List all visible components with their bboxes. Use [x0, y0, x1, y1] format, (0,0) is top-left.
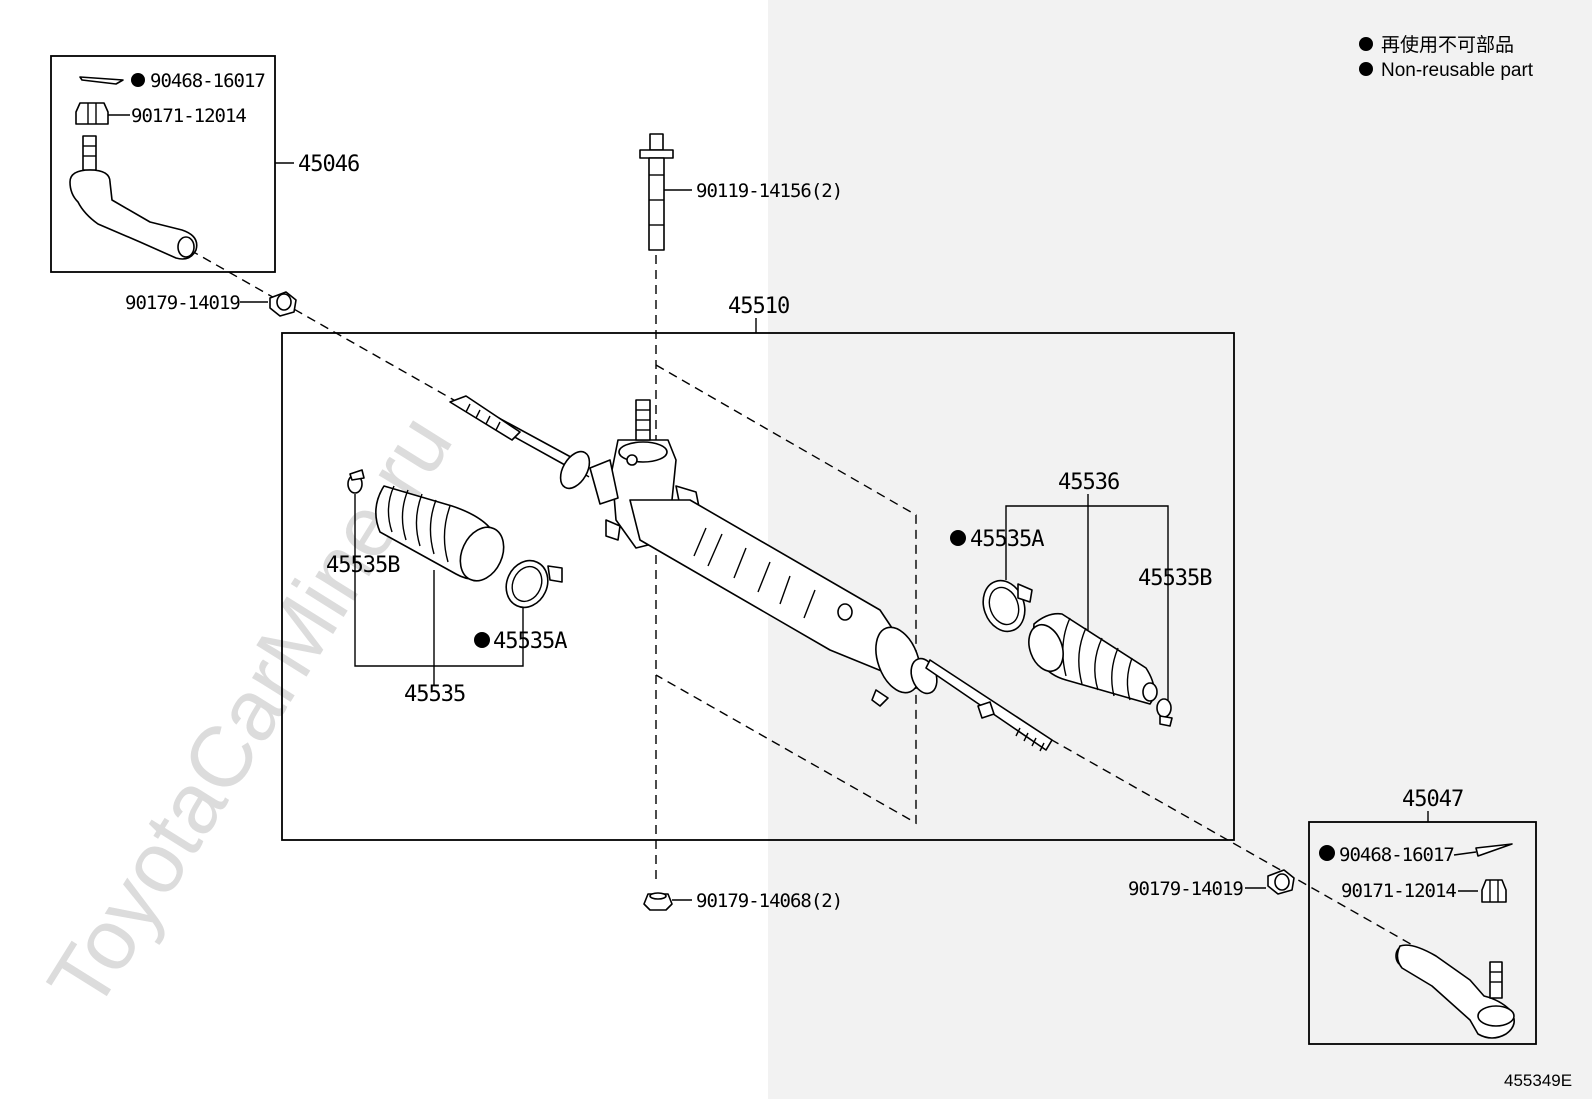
part-number-label: 45535A	[493, 629, 567, 654]
part-number-label: 90468-16017	[1339, 844, 1454, 866]
part-number-label: 45510	[728, 294, 789, 319]
non-reusable-bullet-icon	[1359, 62, 1373, 76]
tie-rod-end-rh-icon	[1395, 944, 1515, 1039]
clamp-b-rh-icon	[1156, 698, 1173, 727]
legend: 再使用不可部品 Non-reusable part	[1359, 34, 1534, 81]
part-number-label: 45535	[404, 682, 465, 707]
non-reusable-bullet-icon	[474, 632, 490, 648]
part-number-label: 45536	[1058, 470, 1119, 495]
nut-icon	[643, 892, 673, 911]
steering-rack-icon	[449, 395, 1053, 752]
background-right	[768, 0, 1592, 1099]
part-number-label: 90179-14019	[125, 292, 240, 314]
legend-en: Non-reusable part	[1381, 60, 1534, 81]
gear-assembly-box	[281, 332, 1235, 841]
part-number-label: 45046	[298, 152, 359, 177]
part-number-label: 45535B	[1138, 566, 1212, 591]
cotter-pin-rh-icon	[1453, 843, 1513, 857]
part-number-label: 90179-14019	[1128, 878, 1243, 900]
figure-number: 455349E	[1504, 1071, 1572, 1090]
non-reusable-bullet-icon	[950, 530, 966, 546]
part-number-label: 45047	[1402, 787, 1463, 812]
clamp-a-lh-icon	[505, 559, 563, 609]
background-left	[0, 0, 768, 1099]
non-reusable-bullet-icon	[1359, 37, 1373, 51]
leader-line	[1005, 505, 1169, 700]
castle-nut-rh-icon	[1481, 879, 1507, 903]
part-number-label: 45535B	[326, 553, 400, 578]
boot-rh-icon	[1028, 612, 1158, 705]
part-number-label: 90119-14156(2)	[696, 180, 842, 202]
leader-line	[354, 494, 524, 667]
lock-nut-lh-icon	[269, 291, 297, 317]
part-number-label: 90468-16017	[150, 70, 265, 92]
non-reusable-bullet-icon	[131, 73, 145, 87]
bolt-icon	[639, 133, 674, 251]
tie-rod-end-lh-icon	[69, 76, 198, 260]
part-number-label: 90179-14068(2)	[696, 890, 842, 912]
boot-lh-icon	[375, 485, 505, 582]
part-number-label: 90171-12014	[131, 105, 246, 127]
part-number-label: 90171-12014	[1341, 880, 1456, 902]
non-reusable-bullet-icon	[1319, 845, 1335, 861]
tie-rod-end-rh-box	[1308, 821, 1537, 1045]
tie-rod-end-lh-box	[50, 55, 276, 273]
part-number-label: 45535A	[970, 527, 1044, 552]
clamp-b-lh-icon	[347, 469, 365, 494]
clamp-a-rh-icon	[982, 579, 1033, 633]
lock-nut-rh-icon	[1267, 869, 1295, 895]
legend-jp: 再使用不可部品	[1381, 34, 1514, 56]
